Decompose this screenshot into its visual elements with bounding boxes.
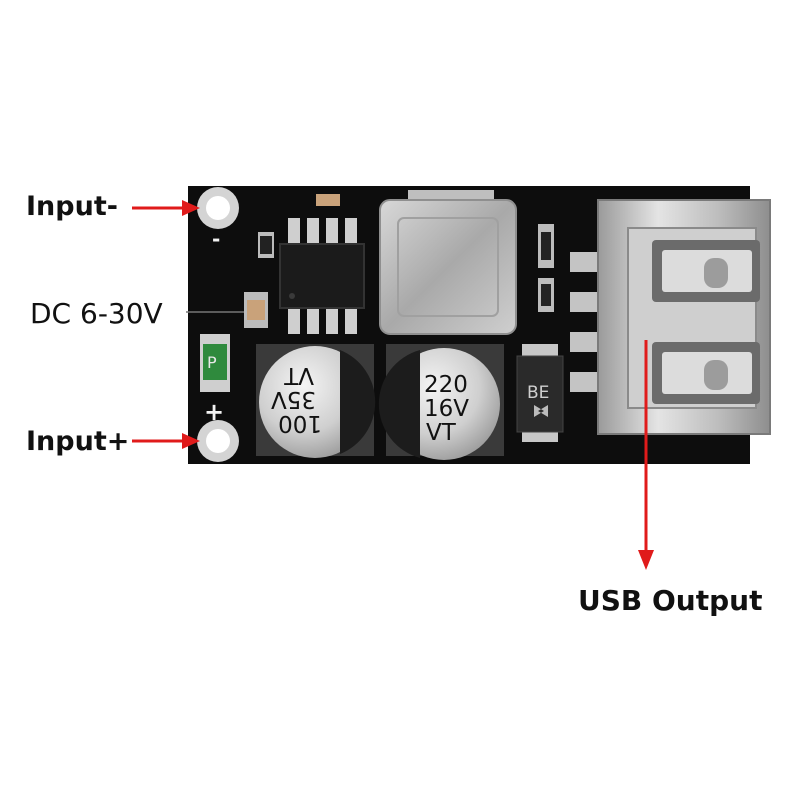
capacitor-left-value: 100 [278, 410, 322, 436]
capacitor-left [256, 344, 376, 458]
capacitor-left-voltage: 35V [271, 386, 316, 412]
capacitor-left-series: VT [283, 362, 314, 388]
usb-port [570, 199, 771, 435]
arrow-input-minus [132, 200, 200, 216]
arrow-usb-output [638, 340, 654, 570]
usb-output-label: USB Output [578, 584, 763, 617]
input-plus-pad [197, 420, 239, 462]
led-label: P [207, 353, 217, 372]
led-indicator: P [200, 334, 230, 392]
smd-capacitor-top [316, 194, 340, 206]
capacitor-right-voltage: 16V [424, 396, 469, 422]
diode-code: BE [527, 383, 549, 403]
input-minus-pad [197, 187, 239, 229]
dc-voltage-label: DC 6-30V [30, 297, 163, 330]
silkscreen-minus: - [212, 227, 220, 251]
ic-chip [279, 218, 365, 334]
capacitor-right-value: 220 [424, 372, 468, 398]
input-minus-label: Input- [26, 191, 118, 222]
power-inductor [379, 190, 517, 335]
arrow-input-plus [132, 433, 200, 449]
capacitor-right [378, 344, 504, 460]
capacitor-right-series: VT [426, 420, 457, 446]
silkscreen-plus: + [204, 398, 224, 426]
input-plus-label: Input+ [26, 426, 130, 457]
schottky-diode: BE [516, 344, 564, 442]
